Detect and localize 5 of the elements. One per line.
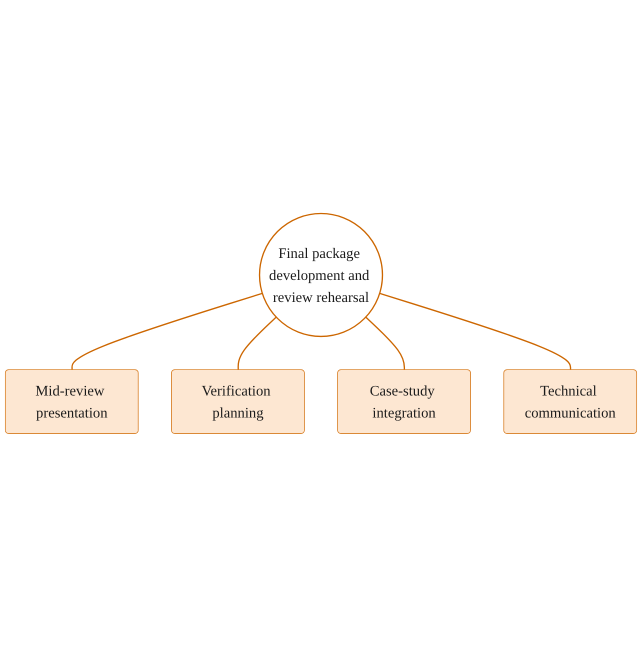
connector <box>238 316 277 370</box>
connector <box>379 292 572 370</box>
connector <box>71 292 263 370</box>
node-circle: Final package development and review rehearsal <box>258 212 384 338</box>
connector <box>365 316 406 370</box>
